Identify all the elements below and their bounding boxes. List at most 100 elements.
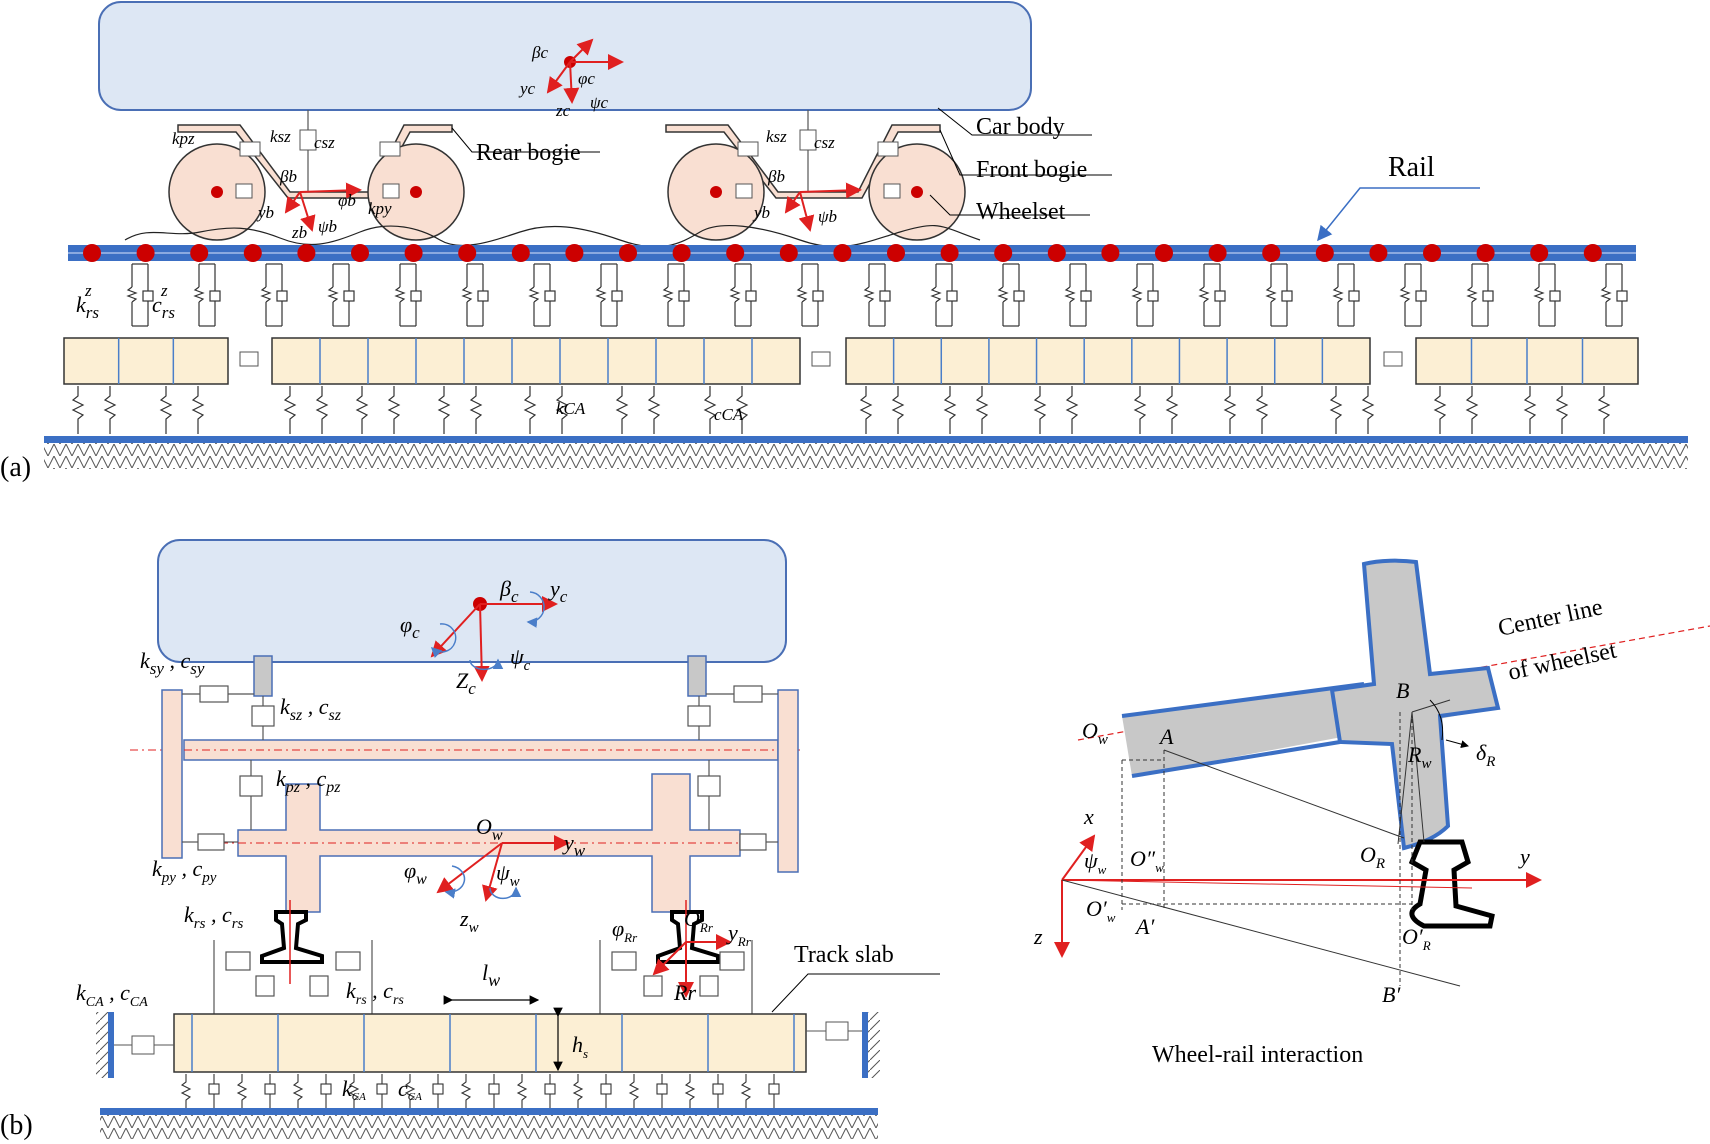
spring-damper [1600, 263, 1628, 327]
rail-node [1476, 244, 1495, 262]
ca-element [1433, 386, 1447, 434]
label-psi-b-rear: ψb [318, 217, 337, 236]
ca-element [768, 1074, 780, 1108]
ca-element [1465, 386, 1479, 434]
rail-node [1155, 244, 1173, 262]
rail-node [1583, 244, 1602, 262]
spring-damper [327, 263, 355, 327]
ca-element [1597, 386, 1611, 434]
ca-element [103, 386, 117, 434]
ca-element [943, 386, 957, 434]
label-center-line-2: of wheelset [1506, 638, 1619, 686]
label-k-rs-z: krsz [76, 281, 99, 322]
rail-node [1315, 244, 1334, 262]
ca-element [1555, 386, 1569, 434]
spring-damper [729, 263, 757, 327]
rail-profile-geometry [1408, 839, 1495, 929]
spring-damper [1466, 263, 1494, 327]
geo-label-R-w: Rw [1407, 742, 1431, 772]
rail-node [404, 244, 423, 262]
ca-element [1329, 386, 1343, 434]
spring-damper [930, 263, 958, 327]
geo-label-psi-w: ψw [1084, 848, 1107, 877]
rail-node [994, 244, 1013, 262]
spring-damper [193, 263, 221, 327]
spring-damper [126, 263, 154, 327]
label-k-CA-z-b: kCA [342, 1076, 366, 1103]
rail-pads-b [213, 940, 753, 1014]
geo-label-O-R: OR [1360, 842, 1385, 872]
ca-element [315, 386, 329, 434]
panel-b-vehicle: βc yc φc Zc ψc Ow yw φw zw ψw [130, 539, 800, 936]
left-rail-profile [260, 910, 324, 964]
ca-element [488, 1074, 500, 1108]
ca-element [348, 1074, 360, 1108]
rail-node [1423, 244, 1441, 262]
label-beta-c-b: βc [499, 576, 519, 606]
ca-element [404, 1074, 416, 1108]
label-z-c: zc [555, 101, 571, 120]
label-ksz-front: ksz [766, 127, 787, 146]
rail-node [672, 244, 691, 262]
rail-node [297, 244, 316, 262]
ca-element [656, 1074, 668, 1108]
ca-element [1255, 386, 1269, 434]
label-track-slab: Track slab [794, 942, 894, 968]
rail-node [1047, 244, 1066, 262]
ca-element [544, 1074, 556, 1108]
label-z-Rr: Rr [673, 980, 696, 1005]
spring-damper [528, 263, 556, 327]
ca-element [975, 386, 989, 434]
label-z-c-b: Zc [456, 668, 476, 698]
ca-element [647, 386, 661, 434]
label-y-c: yc [518, 79, 536, 98]
label-l-w: lw [482, 960, 500, 990]
ca-element [735, 386, 749, 434]
label-beta-c: βc [531, 43, 548, 62]
rail-node [190, 244, 209, 262]
label-rail: Rail [1388, 152, 1435, 183]
spring-damper [1198, 263, 1226, 327]
geo-label-O-w: Ow [1082, 718, 1108, 748]
label-rear-bogie: Rear bogie [476, 140, 581, 166]
ca-element [432, 1074, 444, 1108]
spring-damper [1064, 263, 1092, 327]
label-phi-w: φw [404, 858, 427, 888]
spring-damper [394, 263, 422, 327]
label-psi-c: ψc [590, 93, 609, 112]
ca-element [703, 386, 717, 434]
ca-element [523, 386, 537, 434]
ground-a [44, 436, 1688, 443]
rail-node [1101, 244, 1120, 262]
label-z-b-rear: zb [291, 223, 307, 242]
ca-element [600, 1074, 612, 1108]
label-y-c-b: yc [548, 576, 568, 606]
label-wheelset: Wheelset [976, 199, 1066, 225]
ca-element [292, 1074, 304, 1108]
spring-damper [997, 263, 1025, 327]
ca-element [460, 1074, 472, 1108]
ca-element [684, 1074, 696, 1108]
ca-mortar-layer-a [71, 386, 1611, 434]
spring-damper [1399, 263, 1427, 327]
rail-node [243, 244, 262, 262]
label-psi-w: ψw [496, 860, 520, 890]
ca-element [1065, 386, 1079, 434]
label-car-body: Car body [976, 114, 1065, 140]
ca-mortar-layer-b [180, 1074, 780, 1108]
rail-node [83, 244, 101, 262]
label-phi-b-rear: φb [338, 191, 356, 210]
label-c-rs-z: crsz [152, 281, 175, 322]
panel-b-tag: (b) [0, 1110, 33, 1141]
label-beta-b-front: βb [767, 167, 785, 186]
right-rail-profile [656, 910, 720, 964]
ca-element [320, 1074, 332, 1108]
rail-node [1530, 244, 1549, 262]
ground-b [100, 1108, 878, 1115]
spring-damper [796, 263, 824, 327]
label-y-w: yw [562, 830, 586, 860]
ca-element [387, 386, 401, 434]
label-wheel-rail-interaction: Wheel-rail interaction [1152, 1042, 1363, 1068]
ca-element [208, 1074, 220, 1108]
rail-node [511, 244, 530, 262]
